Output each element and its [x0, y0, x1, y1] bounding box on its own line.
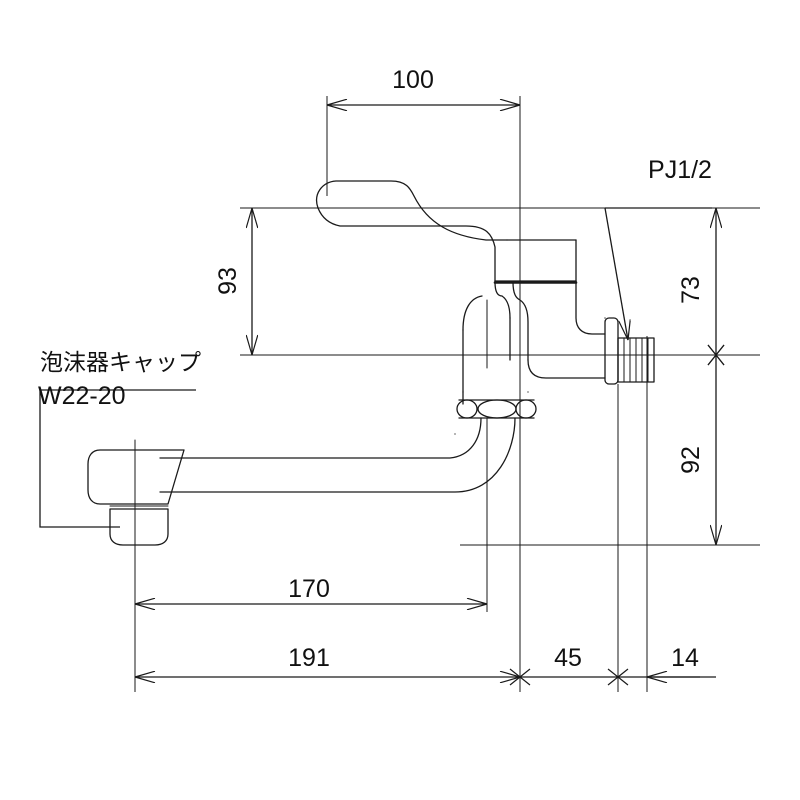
dim-label-73: 73 — [677, 276, 705, 304]
outlet-arm-upper — [575, 280, 606, 335]
dim-label-14: 14 — [671, 644, 699, 672]
dim-label-100: 100 — [392, 66, 434, 94]
wall-flange-escutcheon — [604, 317, 619, 385]
valve-body-inner-left — [501, 295, 511, 319]
lever-handle-under-profile — [317, 207, 496, 282]
dim-label-45: 45 — [554, 644, 582, 672]
lever-handle-top-profile — [316, 180, 508, 241]
aerator-cap-w22-20 — [109, 508, 169, 546]
outlet-arm-lower — [527, 359, 606, 379]
valve-body-left-shoulder — [462, 295, 483, 331]
label-aerator-cap-code: W22-20 — [38, 382, 126, 410]
leader-pj12-arrow — [604, 207, 628, 340]
dim-label-93: 93 — [214, 267, 242, 295]
leader-lines-group — [39, 207, 712, 528]
thread-hatch-lines — [623, 337, 649, 383]
spout-outer-bottom-curve — [159, 417, 516, 493]
dim-label-170: 170 — [288, 575, 330, 603]
label-aerator-cap-jp: 泡沫器キャップ — [40, 350, 201, 376]
joint-nut-centre-lobe — [477, 399, 517, 419]
spout-head-dummy — [88, 450, 160, 500]
valve-stem-left — [494, 281, 503, 297]
label-thread-pj12: PJ1/2 — [648, 156, 712, 184]
joint-nut-right-lobe — [515, 399, 537, 419]
extension-lines-group — [134, 96, 760, 692]
faucet-outline-group — [87, 180, 655, 681]
spout-inner-top-curve — [159, 417, 482, 459]
spout-head-body — [87, 449, 185, 505]
dim-label-191: 191 — [288, 644, 330, 672]
leader-aerator-path — [39, 390, 120, 528]
dim-label-92: 92 — [677, 446, 705, 474]
dimension-lines-group — [135, 105, 716, 686]
joint-nut-left-lobe — [456, 399, 478, 419]
